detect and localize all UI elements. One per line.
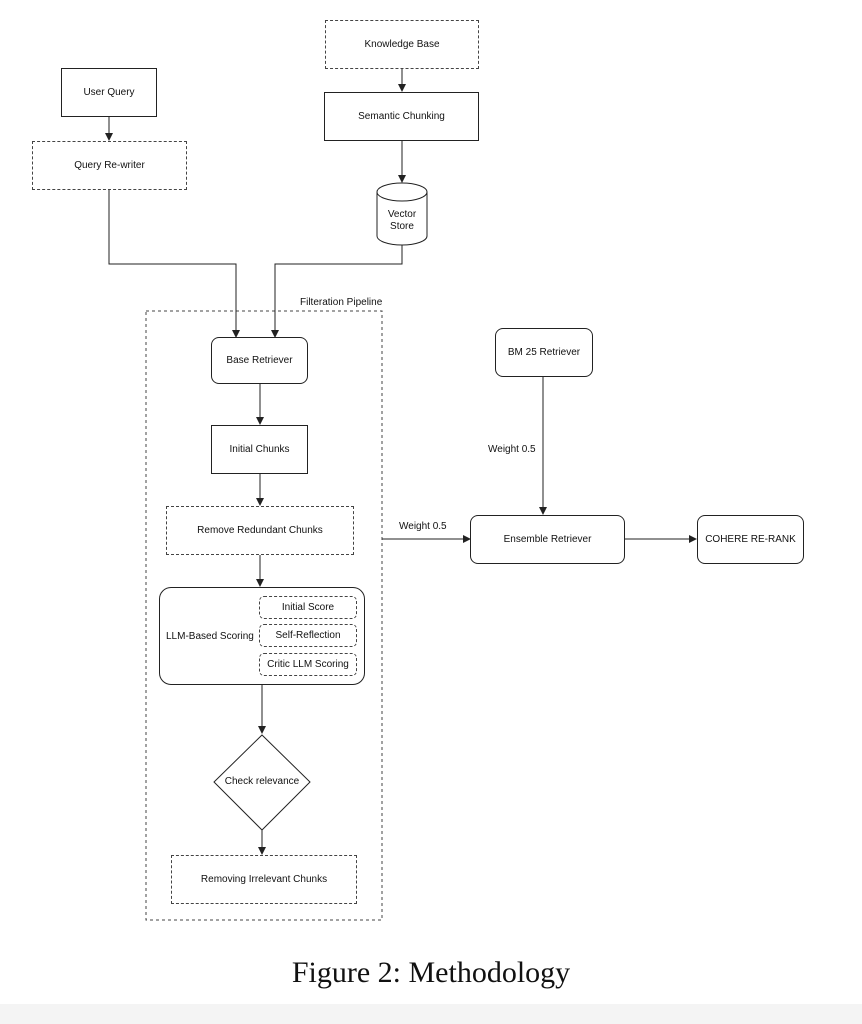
base-retriever-node: Base Retriever: [211, 337, 308, 384]
bm25-retriever-node: BM 25 Retriever: [495, 328, 593, 377]
check-relevance-label: Check relevance: [224, 776, 300, 787]
self-reflection-node: Self-Reflection: [259, 624, 357, 647]
filteration-pipeline-group: [145, 310, 383, 921]
llm-based-scoring-label: LLM-Based Scoring: [166, 631, 254, 642]
initial-chunks-node: Initial Chunks: [211, 425, 308, 474]
removing-irrelevant-chunks-node: Removing Irrelevant Chunks: [171, 855, 357, 904]
edge-vectorstore-to-baseretriever: [271, 245, 403, 338]
query-rewriter-node: Query Re-writer: [32, 141, 187, 190]
cohere-rerank-node: COHERE RE-RANK: [697, 515, 804, 564]
user-query-node: User Query: [61, 68, 157, 117]
remove-redundant-chunks-node: Remove Redundant Chunks: [166, 506, 354, 555]
critic-llm-scoring-node: Critic LLM Scoring: [259, 653, 357, 676]
pipeline-weight-label: Weight 0.5: [399, 521, 447, 532]
bm25-weight-label: Weight 0.5: [488, 444, 536, 455]
edge-rewriter-to-baseretriever: [108, 190, 240, 338]
figure-caption: Figure 2: Methodology: [291, 956, 571, 989]
vector-store-label: Vector Store: [387, 209, 417, 232]
page-bottom-bar: [0, 1004, 862, 1024]
knowledge-base-node: Knowledge Base: [325, 20, 479, 69]
ensemble-retriever-node: Ensemble Retriever: [470, 515, 625, 564]
filteration-pipeline-label: Filteration Pipeline: [300, 297, 383, 308]
initial-score-node: Initial Score: [259, 596, 357, 619]
vector-store-cylinder: [376, 182, 428, 246]
semantic-chunking-node: Semantic Chunking: [324, 92, 479, 141]
